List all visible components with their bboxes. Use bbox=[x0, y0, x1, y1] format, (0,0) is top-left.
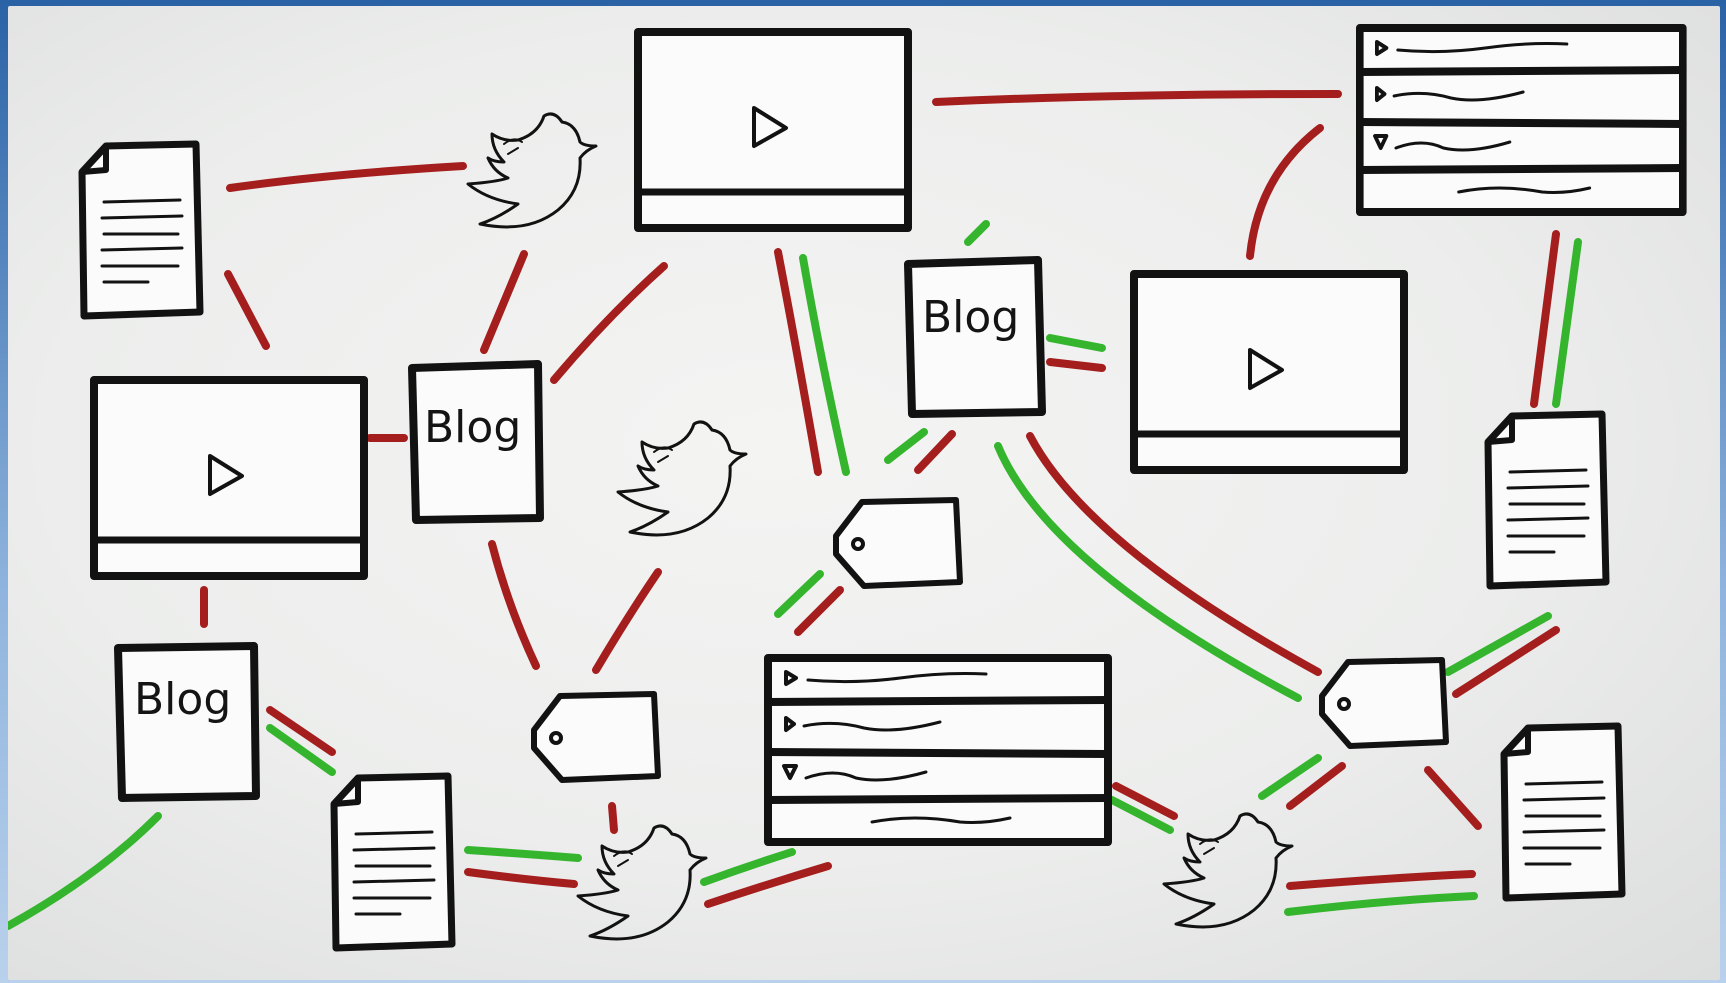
link-red bbox=[550, 262, 668, 384]
link-green bbox=[774, 570, 824, 618]
twitter-bird-icon bbox=[1162, 812, 1294, 929]
link-green bbox=[1444, 612, 1552, 676]
link-red bbox=[704, 862, 832, 908]
video-player-icon bbox=[94, 380, 364, 576]
link-red bbox=[1026, 432, 1322, 676]
link-green bbox=[700, 848, 796, 886]
link-red bbox=[592, 568, 662, 674]
link-green bbox=[799, 254, 850, 476]
blog-node: Blog bbox=[408, 360, 544, 524]
network-diagram: Blog Blog Blog bbox=[8, 6, 1720, 980]
link-red bbox=[480, 250, 528, 354]
blog-label: Blog bbox=[922, 292, 1019, 343]
document-icon bbox=[334, 776, 452, 948]
link-red bbox=[932, 90, 1342, 106]
tag-icon bbox=[1322, 660, 1446, 746]
twitter-bird-icon bbox=[466, 112, 598, 229]
link-red bbox=[794, 586, 844, 636]
link-green bbox=[266, 724, 336, 776]
link-red bbox=[1286, 870, 1476, 890]
link-green bbox=[884, 428, 928, 464]
link-red bbox=[1246, 124, 1324, 260]
whiteboard: Blog Blog Blog bbox=[8, 6, 1720, 980]
document-icon bbox=[1488, 414, 1606, 586]
link-red bbox=[1424, 766, 1482, 830]
link-green bbox=[1552, 238, 1582, 408]
link-red bbox=[224, 270, 270, 350]
link-red bbox=[464, 868, 578, 888]
link-red bbox=[266, 706, 336, 756]
playlist-icon bbox=[1360, 28, 1683, 212]
document-icon bbox=[82, 144, 200, 316]
link-red bbox=[1452, 626, 1560, 698]
video-player-icon bbox=[638, 32, 908, 228]
blog-node: Blog bbox=[904, 256, 1046, 418]
link-green bbox=[1046, 334, 1106, 352]
link-red bbox=[488, 540, 540, 670]
link-green bbox=[464, 846, 582, 862]
blog-label: Blog bbox=[424, 402, 521, 453]
video-player-icon bbox=[1134, 274, 1404, 470]
link-red bbox=[774, 248, 822, 476]
link-green bbox=[1258, 754, 1322, 800]
connections bbox=[8, 90, 1582, 930]
tag-icon bbox=[534, 694, 658, 780]
link-green bbox=[964, 220, 990, 246]
link-red bbox=[1112, 782, 1178, 820]
link-green bbox=[1284, 892, 1478, 916]
document-icon bbox=[1504, 726, 1622, 898]
link-green bbox=[994, 442, 1302, 702]
link-red bbox=[608, 802, 618, 834]
link-red bbox=[1286, 762, 1346, 810]
twitter-bird-icon bbox=[576, 824, 708, 941]
link-green bbox=[8, 812, 162, 930]
twitter-bird-icon bbox=[616, 420, 748, 537]
link-red bbox=[226, 162, 467, 192]
link-red bbox=[1046, 358, 1106, 372]
blog-node: Blog bbox=[114, 642, 260, 802]
blog-label: Blog bbox=[134, 674, 231, 725]
link-red bbox=[1530, 230, 1560, 408]
link-green bbox=[1108, 796, 1174, 834]
link-red bbox=[914, 430, 956, 474]
tag-icon bbox=[836, 500, 960, 586]
playlist-icon bbox=[768, 658, 1108, 842]
